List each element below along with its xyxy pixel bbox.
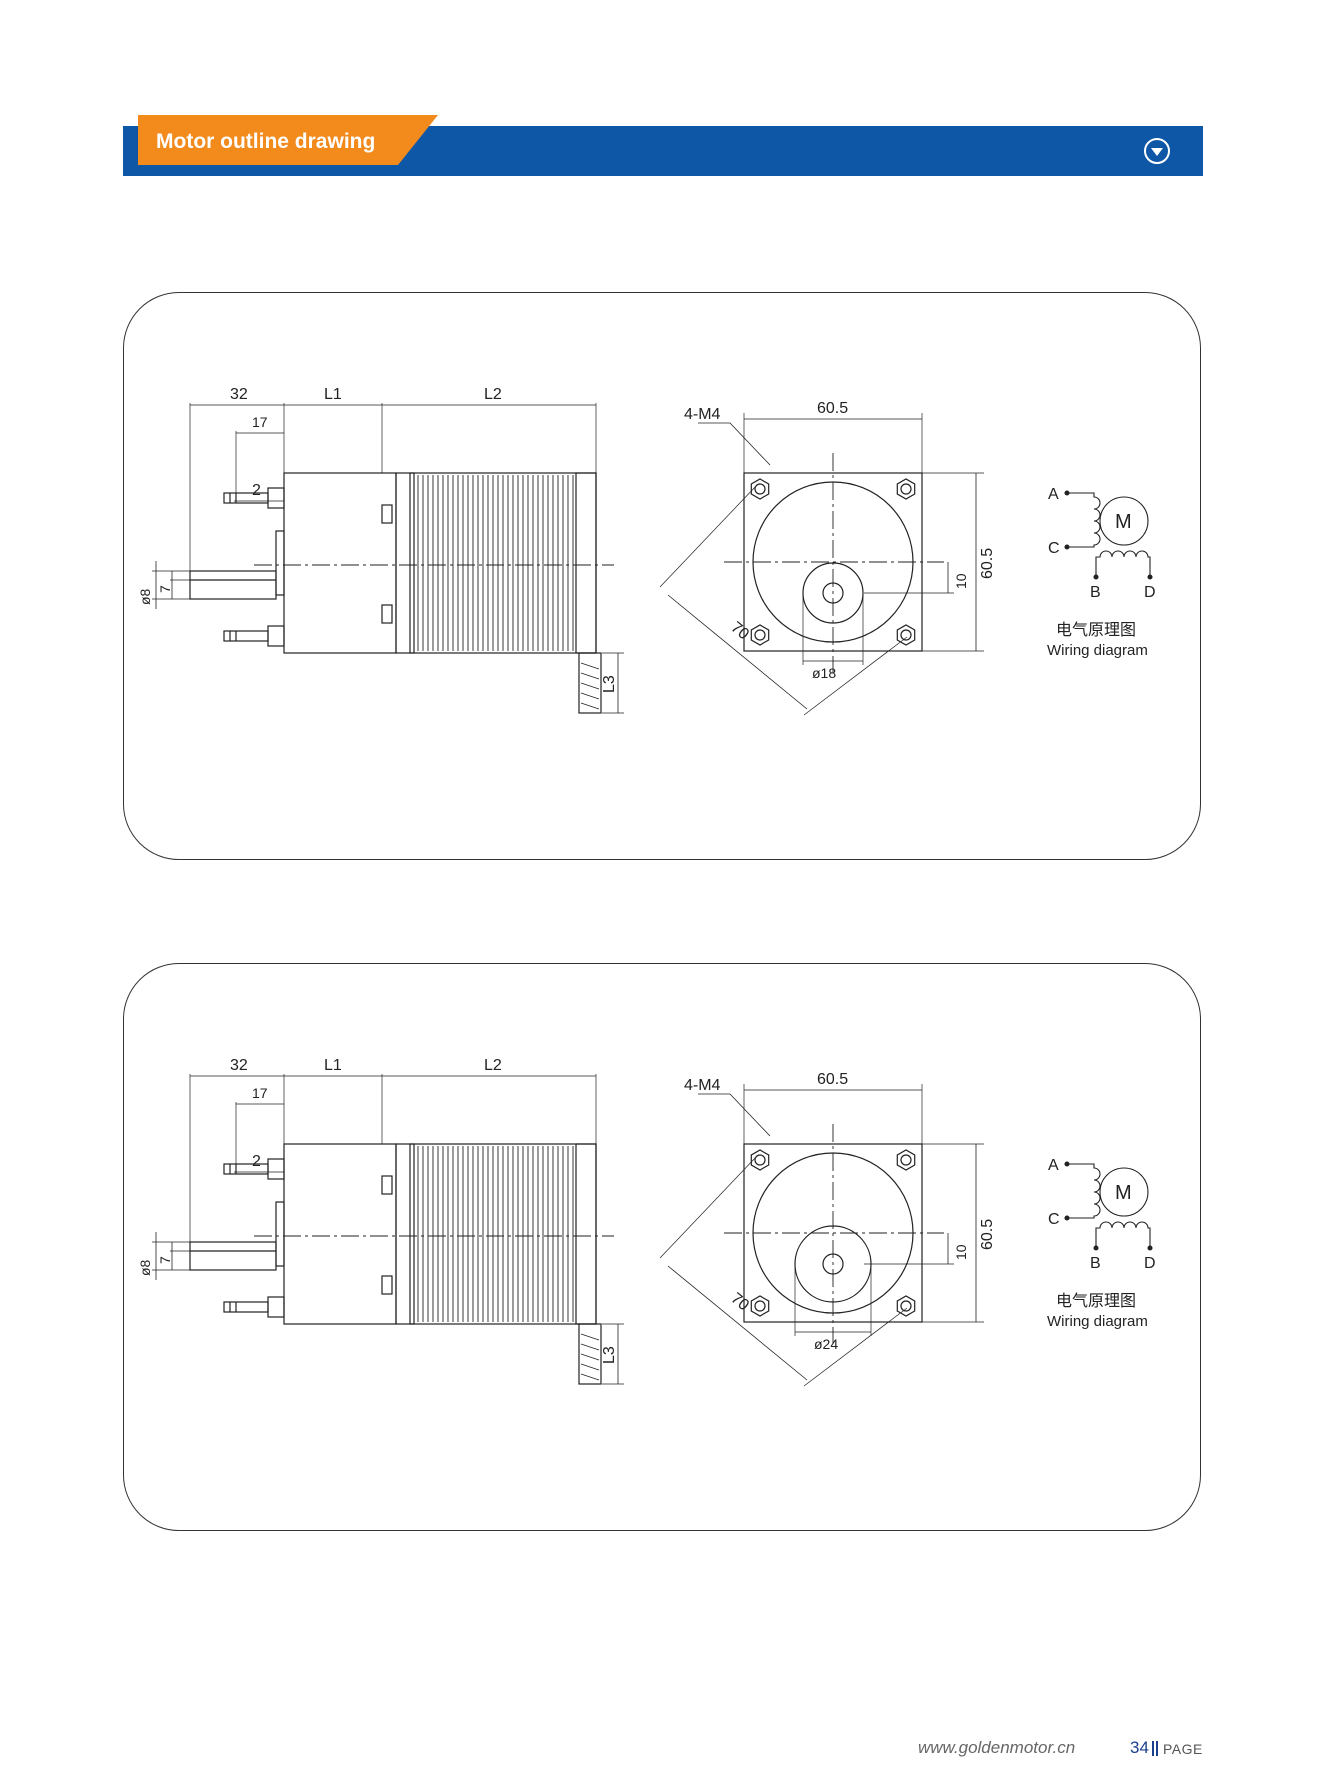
dim-offset: 10	[953, 1244, 969, 1260]
terminal-b: B	[1090, 584, 1101, 601]
cooling-fins	[417, 475, 574, 651]
outline-drawing: 32 L1 L2 17 2 ø8 7 L3 60.5 60.5 10 70 ø1…	[137, 386, 1156, 716]
dim-height: 60.5	[979, 1219, 996, 1250]
dim-flange-thickness: 2	[252, 1153, 261, 1170]
dim-l3: L3	[601, 1346, 618, 1364]
mounting-screw	[223, 625, 285, 647]
mounting-hole	[896, 1149, 916, 1171]
cable	[578, 652, 602, 714]
dim-height: 60.5	[979, 548, 996, 579]
flange-body	[283, 1143, 397, 1325]
cooling-fins	[417, 1146, 574, 1322]
dim-diagonal: 70	[727, 619, 752, 643]
terminal-c: C	[1048, 1211, 1060, 1228]
dim-l2: L2	[484, 386, 502, 403]
dim-flat-width: 7	[157, 585, 173, 593]
terminal-a: A	[1048, 486, 1059, 503]
dim-l2: L2	[484, 1057, 502, 1074]
wiring-caption-en: Wiring diagram	[1047, 1313, 1148, 1330]
page-number: 34	[1130, 1738, 1149, 1757]
wiring-caption-en: Wiring diagram	[1047, 642, 1148, 659]
motor-label: M	[1115, 1182, 1132, 1204]
drawing-panel: 32 L1 L2 17 2 ø8 7 L3 60.5 60.5 10 70 ø2…	[123, 963, 1201, 1531]
flange-body	[283, 472, 397, 654]
dim-width: 60.5	[817, 400, 848, 417]
dim-l1: L1	[324, 386, 342, 403]
mounting-screw	[223, 1158, 285, 1180]
motor-symbol	[1099, 496, 1149, 546]
terminal-b: B	[1090, 1255, 1101, 1272]
terminal-d: D	[1144, 584, 1156, 601]
stator-body	[395, 1143, 597, 1325]
side-view	[152, 1074, 624, 1385]
mounting-hole	[896, 478, 916, 500]
dim-l1: L1	[324, 1057, 342, 1074]
dim-flat-width: 7	[157, 1256, 173, 1264]
dim-flat-length: 17	[252, 414, 268, 430]
dim-l3: L3	[601, 675, 618, 693]
mounting-hole	[750, 478, 770, 500]
side-view	[152, 403, 624, 714]
dim-holes: 4-M4	[684, 1077, 721, 1094]
front-dimension-labels: 60.5 60.5 10 70 ø24 4-M4	[684, 1071, 996, 1352]
dim-diagonal: 70	[727, 1290, 752, 1314]
dim-shaft-length: 32	[230, 386, 248, 403]
dim-shaft-length: 32	[230, 1057, 248, 1074]
footer-url-link[interactable]: www.goldenmotor.cn	[918, 1738, 1076, 1757]
wiring-caption-cn: 电气原理图	[1056, 1291, 1136, 1310]
coil-ac	[1069, 1163, 1101, 1219]
dim-shaft-dia: ø8	[137, 588, 153, 605]
dim-flat-length: 17	[252, 1085, 268, 1101]
wiring-diagram	[1064, 1161, 1153, 1251]
coil-bd	[1095, 550, 1151, 575]
dim-flange-thickness: 2	[252, 482, 261, 499]
wiring-labels: A C B D M 电气原理图 Wiring diagram	[1047, 486, 1156, 659]
dim-holes: 4-M4	[684, 406, 721, 423]
front-view	[659, 413, 984, 716]
header-tab-shape	[138, 115, 438, 165]
coil-bd	[1095, 1221, 1151, 1246]
side-dimension-labels: 32 L1 L2 17 2 ø8 7 L3	[137, 1057, 618, 1364]
front-view	[659, 1084, 984, 1387]
page-label: PAGE	[1163, 1741, 1203, 1757]
dim-offset: 10	[953, 573, 969, 589]
terminal-c: C	[1048, 540, 1060, 557]
dim-shaft-dia: ø8	[137, 1259, 153, 1276]
header-tab: Motor outline drawing	[138, 115, 438, 165]
chevron-down-circle-icon[interactable]	[1143, 137, 1171, 165]
coil-ac	[1069, 492, 1101, 548]
terminal-d: D	[1144, 1255, 1156, 1272]
wiring-caption-cn: 电气原理图	[1056, 620, 1136, 639]
dim-boss-dia: ø18	[812, 665, 836, 681]
page-separator	[1152, 1741, 1159, 1756]
front-dimension-labels: 60.5 60.5 10 70 ø18 4-M4	[684, 400, 996, 681]
cable	[578, 1323, 602, 1385]
mounting-hole	[750, 1149, 770, 1171]
mounting-hole	[750, 1295, 770, 1317]
side-dimension-labels: 32 L1 L2 17 2 ø8 7 L3	[137, 386, 618, 693]
dim-width: 60.5	[817, 1071, 848, 1088]
wiring-labels: A C B D M 电气原理图 Wiring diagram	[1047, 1157, 1156, 1330]
terminal-a: A	[1048, 1157, 1059, 1174]
dim-boss-dia: ø24	[814, 1336, 838, 1352]
mounting-hole	[750, 624, 770, 646]
mounting-screw	[223, 487, 285, 509]
outline-drawing: 32 L1 L2 17 2 ø8 7 L3 60.5 60.5 10 70 ø2…	[137, 1057, 1156, 1387]
motor-label: M	[1115, 511, 1132, 533]
shaft	[189, 570, 277, 600]
mounting-hole	[896, 1295, 916, 1317]
mounting-screw	[223, 1296, 285, 1318]
drawing-panel: 32 L1 L2 17 2 ø8 7 L3 60.5 60.5 10 70 ø1…	[123, 292, 1201, 860]
mounting-hole	[896, 624, 916, 646]
motor-symbol	[1099, 1167, 1149, 1217]
stator-body	[395, 472, 597, 654]
page-title: Motor outline drawing	[156, 130, 376, 153]
wiring-diagram	[1064, 490, 1153, 580]
shaft	[189, 1241, 277, 1271]
